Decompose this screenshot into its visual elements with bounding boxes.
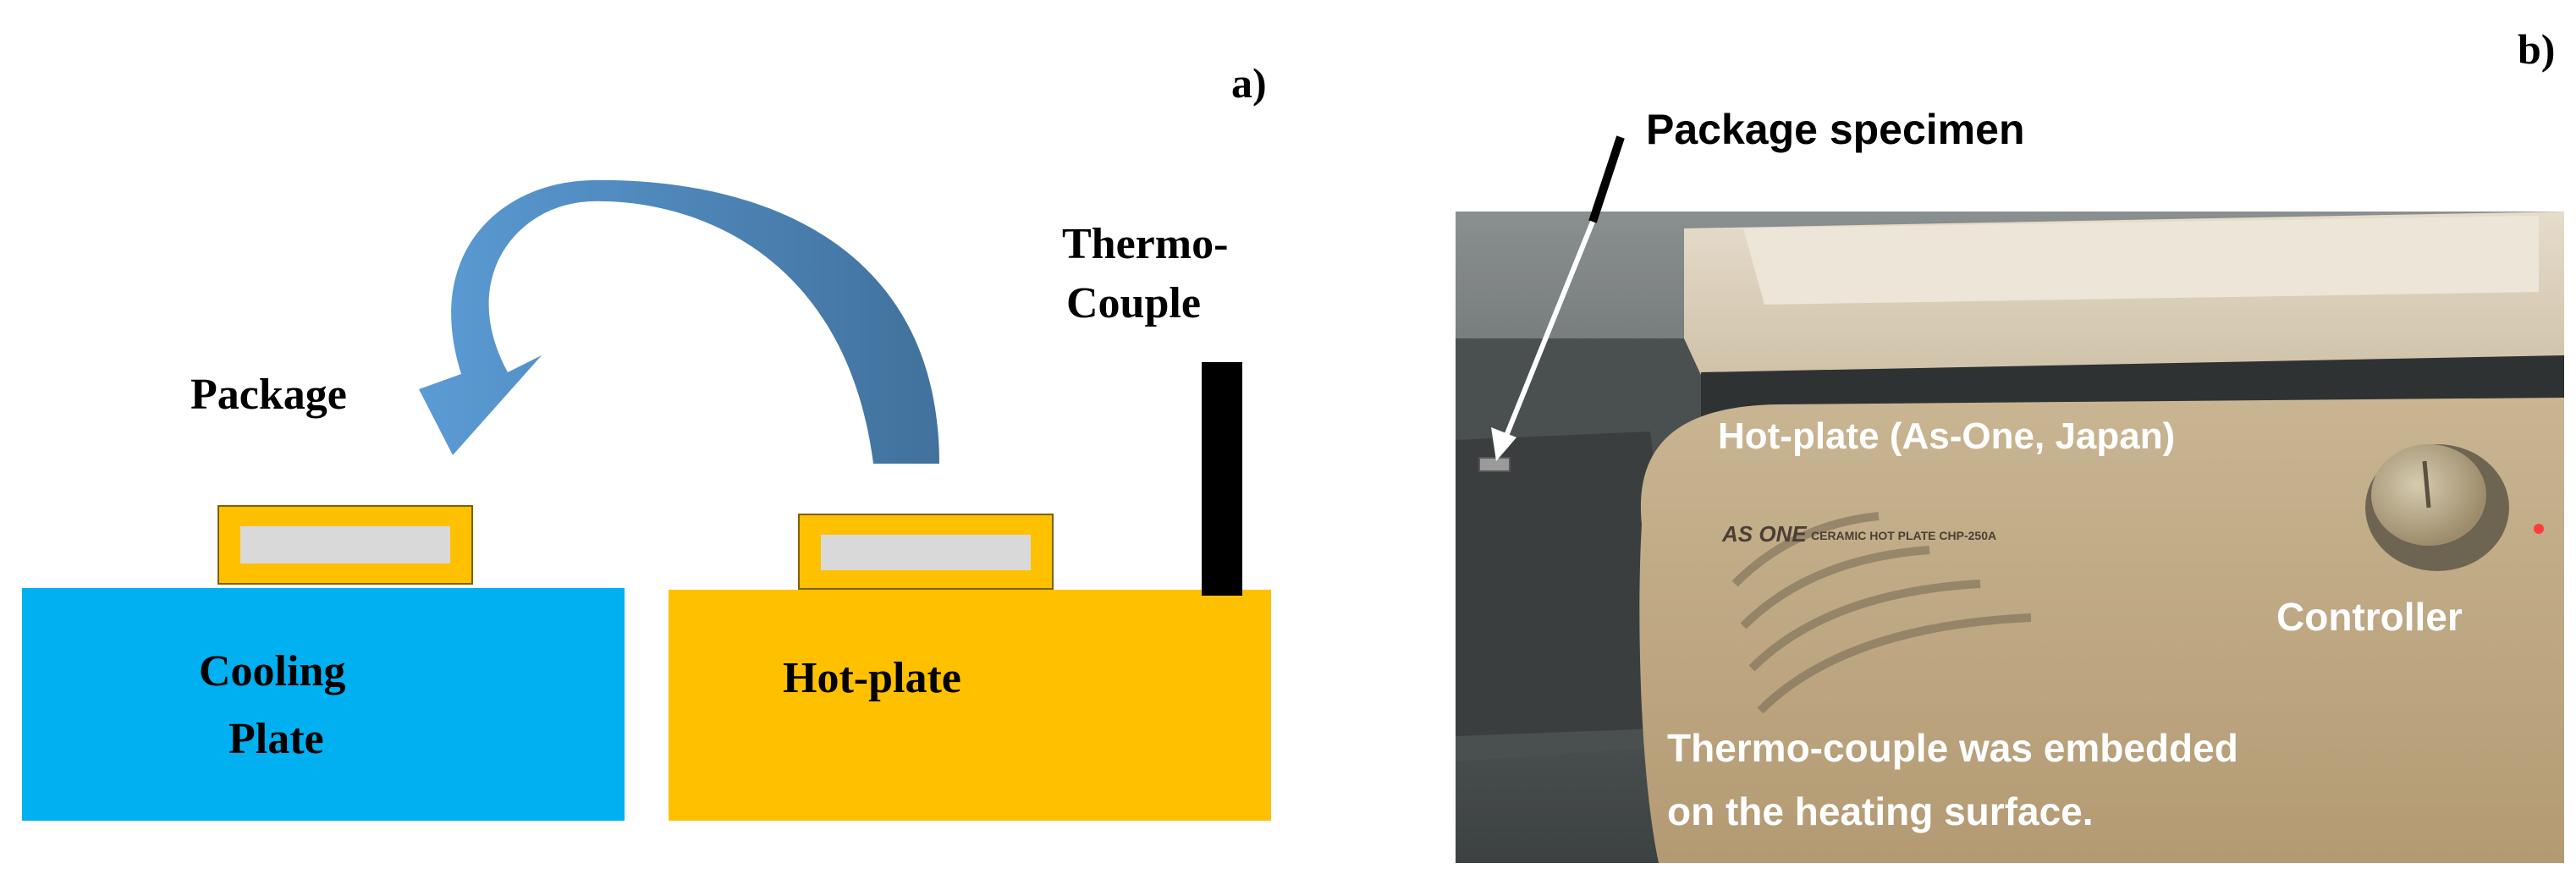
- panel-a: a) Cooling Plate Hot-plate Thermo- Coupl…: [22, 59, 1271, 821]
- thermocouple-label-line2: Couple: [1066, 279, 1201, 327]
- brand-logo: AS ONE: [1721, 521, 1807, 547]
- panel-a-label: a): [1231, 59, 1267, 107]
- note-line2: on the heating surface.: [1667, 789, 2094, 833]
- transfer-arrow: [419, 179, 939, 464]
- hotplate-photo: [1456, 212, 2564, 863]
- note-line1: Thermo-couple was embedded: [1667, 726, 2238, 770]
- panel-b-label: b): [2518, 25, 2555, 73]
- panel-b: b): [1456, 25, 2564, 863]
- cooling-plate: [22, 588, 625, 821]
- thermocouple-label-line1: Thermo-: [1062, 220, 1228, 268]
- specimen-pointer: [1491, 135, 1625, 461]
- thermocouple-rod: [1202, 362, 1242, 596]
- package-on-cooling-plate: [217, 505, 473, 585]
- cooling-plate-label-line2: Plate: [228, 715, 324, 763]
- package-label: Package: [190, 371, 347, 419]
- package-specimen: [1478, 457, 1511, 472]
- package-on-hot-plate: [798, 514, 1054, 590]
- hot-plate: [669, 590, 1271, 821]
- controller-label: Controller: [2276, 595, 2463, 639]
- hot-plate-label: Hot-plate: [783, 654, 961, 702]
- model-text: CERAMIC HOT PLATE CHP-250A: [1811, 529, 1996, 542]
- package-specimen-label: Package specimen: [1646, 106, 2025, 153]
- hotplate-label: Hot-plate (As-One, Japan): [1718, 415, 2175, 457]
- cooling-plate-label-line1: Cooling: [199, 647, 345, 695]
